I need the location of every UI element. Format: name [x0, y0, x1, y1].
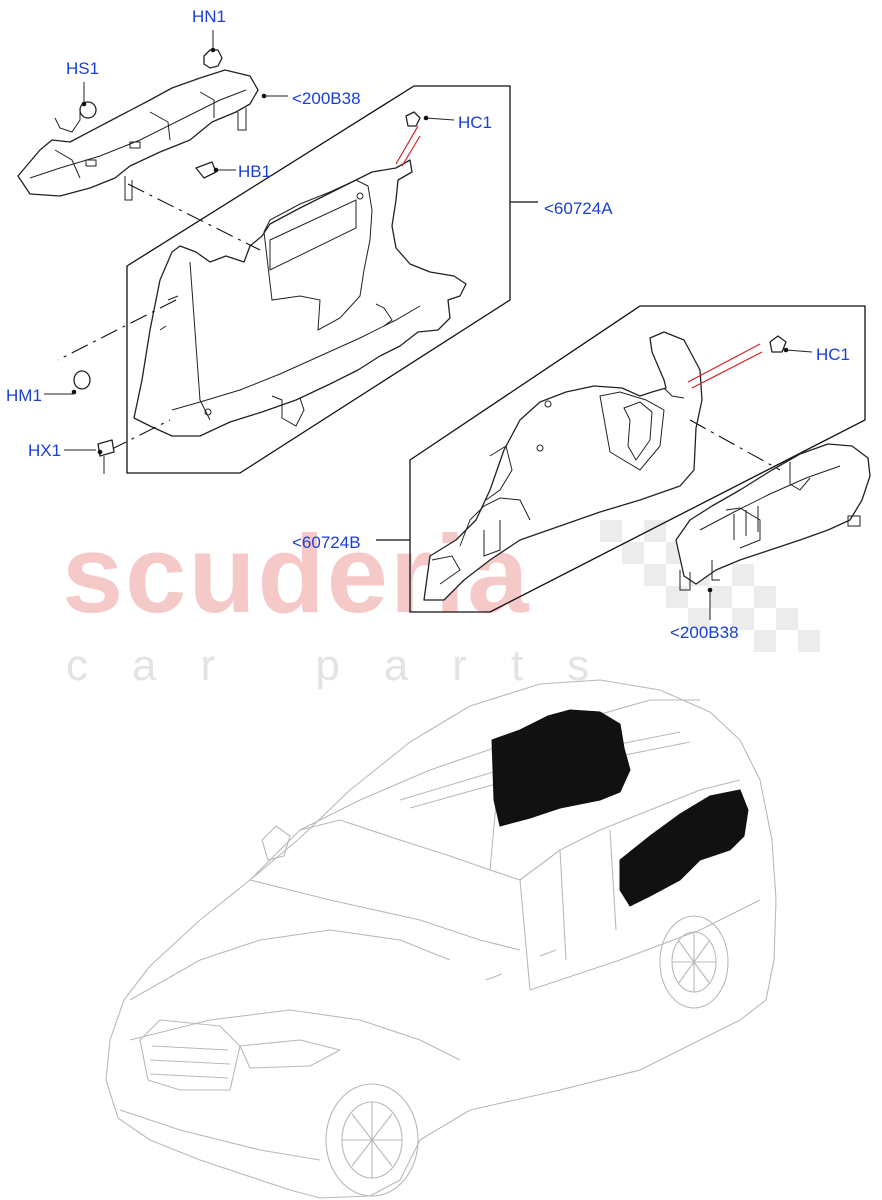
push-pin-icon	[44, 370, 91, 395]
callout-hb1: HB1	[238, 162, 271, 181]
red-leader-b	[687, 343, 761, 383]
callout-hm1: HM1	[6, 386, 42, 405]
quarter-trim-panel-a	[133, 159, 467, 437]
callout-60724a: <60724A	[544, 199, 613, 218]
assembly-line-a1	[127, 183, 261, 251]
fastener-clip-icon	[203, 30, 223, 69]
fastener-clip-icon	[405, 111, 455, 127]
red-leader-a	[395, 125, 419, 165]
assembly-line-a2	[57, 299, 177, 361]
quarter-trim-panel-b	[423, 331, 703, 601]
callout-hc1-top: HC1	[458, 113, 492, 132]
callout-labels: HN1 HS1 <200B38 HC1 HB1 <60724A HC1 HM1 …	[6, 7, 850, 642]
assembly-box-a	[126, 85, 511, 474]
callout-hn1: HN1	[192, 7, 226, 26]
watermark-tagline: car parts	[66, 641, 633, 690]
callout-hc1-right: HC1	[816, 345, 850, 364]
highlight-left-trim	[491, 709, 631, 827]
callout-200b38-bottom: <200B38	[670, 623, 739, 642]
red-leader-a2	[401, 135, 421, 167]
fastener-clip-icon	[769, 335, 813, 353]
lower-bracket-b	[675, 443, 871, 591]
screw-icon	[64, 439, 115, 474]
upper-bracket-a	[17, 69, 259, 201]
assembly-line-b1	[689, 419, 781, 471]
assembly-box-b	[409, 305, 866, 613]
callout-hx1: HX1	[28, 441, 61, 460]
push-pin-icon	[79, 82, 97, 119]
red-leader-b2	[691, 351, 763, 389]
assembly-line-a3	[109, 419, 171, 451]
highlight-right-trim	[619, 789, 749, 907]
callout-hs1: HS1	[66, 59, 99, 78]
screw-icon	[195, 161, 236, 179]
vehicle-locator	[105, 679, 777, 1199]
callout-200b38-top: <200B38	[292, 89, 361, 108]
highlighted-trim-locations	[491, 709, 749, 907]
callout-60724b: <60724B	[292, 533, 361, 552]
